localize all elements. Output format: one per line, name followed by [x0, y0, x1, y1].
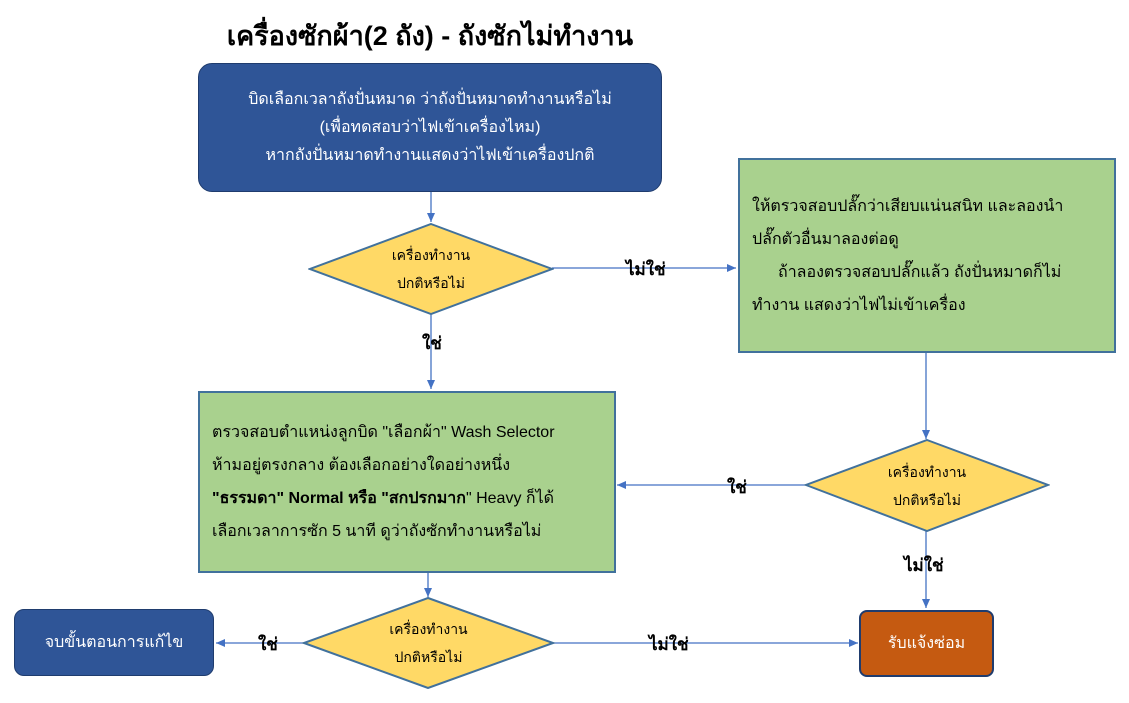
decision1-diamond: เครื่องทำงาน ปกติหรือไม่ [308, 223, 554, 315]
edge-label-d3-no: ไม่ใช่ [649, 635, 689, 654]
check-plug-box: ให้ตรวจสอบปลั๊กว่าเสียบแน่นสนิท และลองนำ… [738, 158, 1116, 353]
check-plug-line-2: ปลั๊กตัวอื่นมาลองต่อดู [752, 230, 899, 248]
edge-label-d1-no: ไม่ใช่ [626, 260, 666, 279]
decision3-line-1: เครื่องทำงาน [389, 621, 468, 637]
decision2-diamond: เครื่องทำงาน ปกติหรือไม่ [804, 439, 1050, 532]
check-selector-line-3: "ธรรมดา" Normal หรือ "สกปรกมาก" Heavy ก็… [212, 482, 602, 515]
check-selector-line-2: ห้ามอยู่ตรงกลาง ต้องเลือกอย่างใดอย่างหนึ… [212, 457, 511, 474]
option-heavy-label: สกปรกมาก [388, 490, 466, 507]
start-process-box: บิดเลือกเวลาถังปั่นหมาด ว่าถังปั่นหมาดทำ… [198, 63, 662, 192]
quote-mark: " [212, 490, 220, 507]
decision3-diamond: เครื่องทำงาน ปกติหรือไม่ [302, 597, 555, 689]
option-connector-text: " Normal หรือ " [276, 490, 389, 507]
decision2-line-2: ปกติหรือไม่ [893, 491, 961, 508]
check-plug-line-1: ให้ตรวจสอบปลั๊กว่าเสียบแน่นสนิท และลองนำ [752, 197, 1064, 215]
option-tail-text: " Heavy ก็ได้ [465, 490, 555, 507]
decision3-shape [302, 597, 555, 689]
decision1-shape [308, 223, 554, 315]
decision2-shape [804, 439, 1050, 532]
edge-label-d3-yes: ใช่ [258, 635, 278, 654]
start-line-2: (เพื่อทดสอบว่าไฟเข้าเครื่องไหม) [319, 118, 541, 136]
edge-label-d2-no: ไม่ใช่ [904, 556, 944, 575]
end-label: จบขั้นตอนการแก้ไข [44, 633, 184, 651]
start-line-3: หากถังปั่นหมาดทำงานแสดงว่าไฟเข้าเครื่องป… [265, 146, 595, 164]
repair-terminal-box: รับแจ้งซ่อม [859, 610, 994, 677]
check-selector-line-4: เลือกเวลาการซัก 5 นาที ดูว่าถังซักทำงานห… [212, 523, 542, 540]
option-normal-label: ธรรมดา [219, 490, 277, 507]
check-selector-box: ตรวจสอบตำแหน่งลูกบิด "เลือกผ้า" Wash Sel… [198, 391, 616, 573]
edge-label-d2-yes: ใช่ [727, 478, 747, 497]
decision3-line-2: ปกติหรือไม่ [394, 649, 463, 665]
page-title: เครื่องซักผ้า(2 ถัง) - ถังซักไม่ทำงาน [226, 21, 634, 51]
decision2-line-1: เครื่องทำงาน [887, 463, 967, 480]
decision1-line-1: เครื่องทำงาน [391, 247, 471, 263]
end-terminal-box: จบขั้นตอนการแก้ไข [14, 609, 214, 676]
decision1-line-2: ปกติหรือไม่ [397, 275, 465, 291]
check-plug-line-4: ทำงาน แสดงว่าไฟไม่เข้าเครื่อง [752, 296, 966, 314]
start-line-1: บิดเลือกเวลาถังปั่นหมาด ว่าถังปั่นหมาดทำ… [248, 90, 612, 108]
repair-label: รับแจ้งซ่อม [887, 635, 966, 652]
check-selector-line-1: ตรวจสอบตำแหน่งลูกบิด "เลือกผ้า" Wash Sel… [212, 424, 555, 441]
edge-label-d1-yes: ใช่ [422, 334, 442, 353]
check-plug-line-3: ถ้าลองตรวจสอบปลั๊กแล้ว ถังปั่นหมาดก็ไม่ [778, 263, 1062, 281]
